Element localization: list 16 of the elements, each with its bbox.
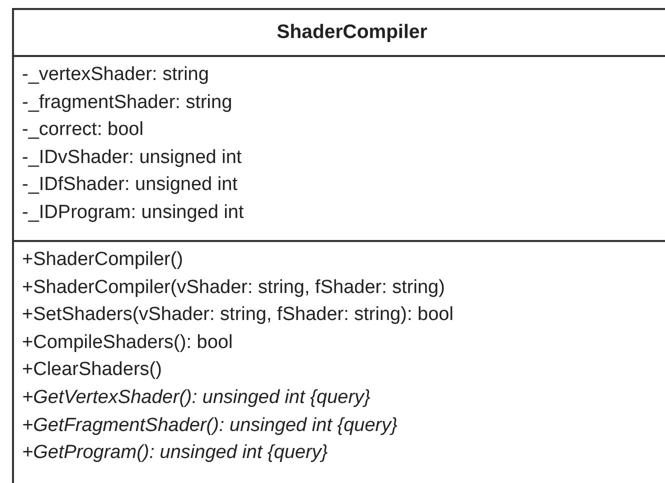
method-text: +SetShaders(vShader: string, fShader: string): bool	[22, 304, 454, 326]
attribute-text: -_correct: bool	[22, 119, 144, 142]
attribute-text: -_IDProgram: unsinged int	[22, 202, 244, 224]
attribute-text: -_vertexShader: string	[22, 64, 209, 86]
method-text: +ShaderCompiler()	[22, 249, 184, 271]
method-text: +ShaderCompiler(vShader: string, fShader: string)	[22, 276, 445, 299]
attribute-text: -_IDfShader: unsigned int	[22, 174, 238, 196]
method-text: +GetProgram(): unsinged int {query}	[22, 442, 328, 464]
method-text: +GetFragmentShader(): unsinged int {query}	[22, 414, 398, 437]
method-text: +ClearShaders()	[22, 359, 162, 382]
class-name: ShaderCompiler	[276, 20, 428, 45]
attribute-text: -_fragmentShader: string	[22, 92, 232, 114]
class-box	[12, 8, 665, 483]
method-text: +CompileShaders(): bool	[22, 332, 233, 354]
attribute-text: -_IDvShader: unsigned int	[22, 146, 242, 169]
method-text: +GetVertexShader(): unsinged int {query}	[22, 387, 370, 409]
